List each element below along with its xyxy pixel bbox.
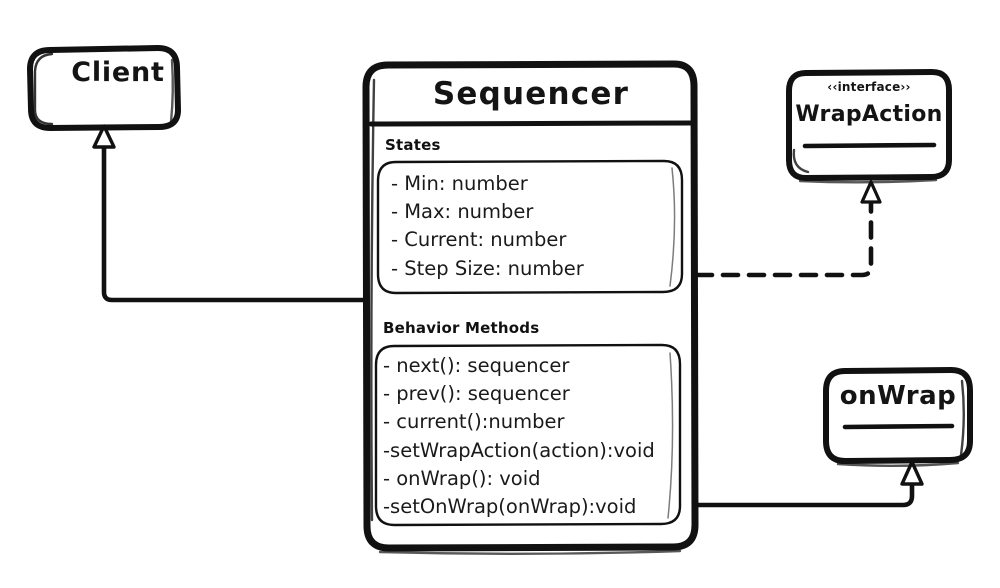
connector-sequencer-to-onwrap <box>694 460 924 508</box>
wrapaction-title: WrapAction <box>795 102 943 127</box>
wrapaction-name-underline <box>802 142 937 149</box>
wrapaction-box-outline <box>786 69 952 184</box>
sequencer-title-divider <box>368 120 695 127</box>
state-member-max: - Max: number <box>391 200 534 224</box>
wrapaction-stereotype: ‹‹interface›› <box>827 80 911 94</box>
method-member-current: - current():number <box>383 410 565 434</box>
method-member-on-wrap: - onWrap(): void <box>383 466 541 490</box>
methods-inner-box-outline <box>374 343 682 527</box>
onwrap-box-outline <box>823 367 973 467</box>
states-inner-box-outline <box>376 159 684 295</box>
hollow-triangle-arrowhead-wrapaction <box>860 180 882 204</box>
client-box-outline <box>27 45 181 131</box>
method-member-set-on-wrap: -setOnWrap(onWrap):void <box>383 495 637 519</box>
state-member-min: - Min: number <box>391 172 528 195</box>
section-heading-states: States <box>385 136 441 154</box>
methods-member-list: - next(): sequencer - prev(): sequencer … <box>383 352 655 521</box>
method-member-next: - next(): sequencer <box>383 354 570 377</box>
onwrap-name-underline <box>842 423 955 430</box>
state-member-current: - Current: number <box>391 228 567 252</box>
sequencer-title: Sequencer <box>432 76 630 112</box>
method-member-set-wrap-action: -setWrapAction(action):void <box>383 438 655 462</box>
hollow-triangle-arrowhead-onwrap <box>900 460 924 486</box>
section-heading-behavior-methods: Behavior Methods <box>383 319 540 337</box>
sequencer-box-outline <box>362 60 699 555</box>
connector-sequencer-to-client <box>92 124 369 303</box>
onwrap-title: onWrap <box>839 381 957 411</box>
method-member-prev: - prev(): sequencer <box>383 382 570 406</box>
hollow-triangle-arrowhead-client <box>92 124 116 149</box>
client-title: Client <box>71 57 165 88</box>
state-member-step-size: - Step Size: number <box>391 256 584 280</box>
states-member-list: - Min: number - Max: number - Current: n… <box>391 170 584 283</box>
connector-sequencer-to-wrapaction <box>694 180 882 278</box>
